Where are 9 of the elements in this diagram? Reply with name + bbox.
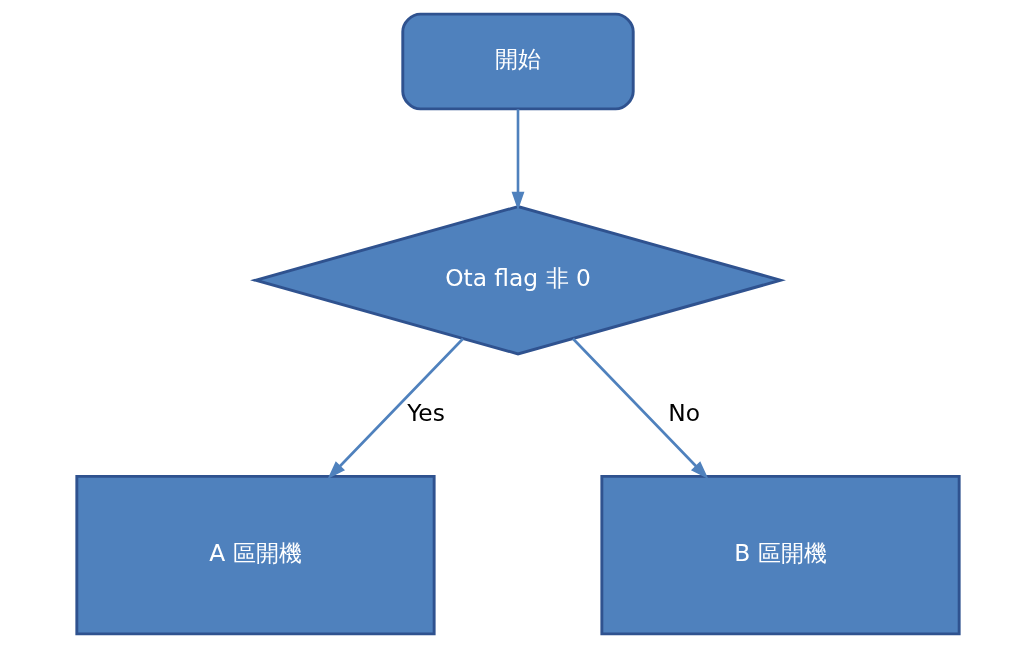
arrow bbox=[511, 109, 525, 211]
node-box: 開始 bbox=[401, 12, 635, 111]
node-box: B 區開機 bbox=[600, 474, 961, 636]
arrow bbox=[572, 337, 709, 479]
node-box: A 區開機 bbox=[75, 474, 436, 636]
edge-label: Yes bbox=[407, 398, 445, 427]
arrow bbox=[327, 337, 464, 479]
node-diamond: Ota flag 非 0 bbox=[250, 205, 786, 356]
edge-label: No bbox=[668, 398, 701, 427]
